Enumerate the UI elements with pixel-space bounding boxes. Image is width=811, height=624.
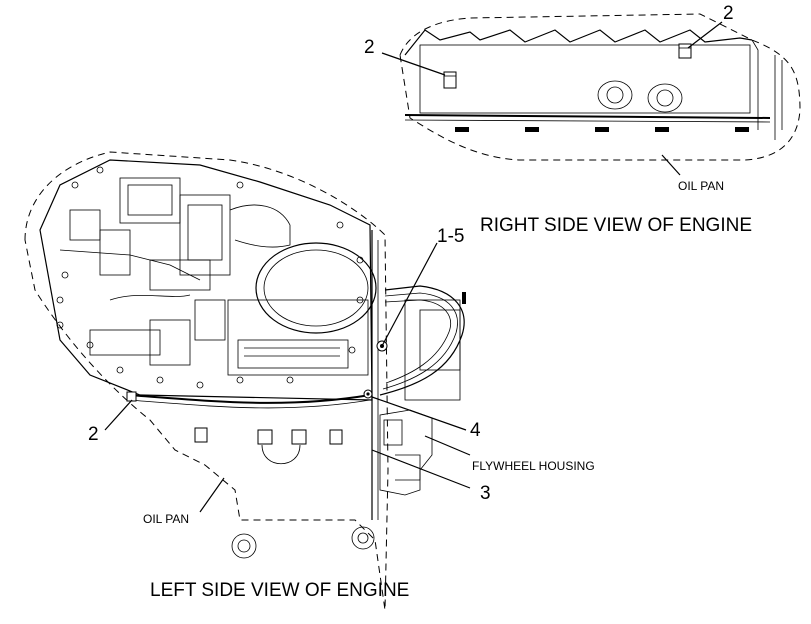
caption-left-side-view: LEFT SIDE VIEW OF ENGINE (150, 580, 409, 601)
label-oil-pan-left: OIL PAN (143, 512, 189, 526)
right-view-block (419, 44, 751, 114)
left-side-view: 1-5 4 3 2 FLYWHEEL HOUSING OIL PAN LEFT … (24, 151, 595, 611)
left-view-fitting-4 (363, 389, 373, 399)
label-flywheel-housing: FLYWHEEL HOUSING (472, 459, 595, 473)
right-view-port-2 (647, 83, 683, 113)
leader-left-2 (104, 399, 133, 431)
left-view-lower-block (194, 427, 375, 559)
callout-3: 3 (480, 483, 491, 504)
leader-4 (371, 396, 467, 431)
right-view-rail (404, 114, 771, 119)
leader-3 (371, 449, 471, 489)
left-view-block (39, 159, 373, 401)
right-view-plug-left (443, 71, 457, 89)
leader-right-left-2 (381, 52, 446, 76)
left-view-side-components (59, 209, 226, 366)
leader-oil-pan-left (199, 477, 225, 513)
left-view-fitting-2 (126, 391, 137, 402)
callout-1-5: 1-5 (437, 226, 464, 247)
callout-4: 4 (470, 420, 481, 441)
left-view-rail (127, 394, 371, 404)
right-view-block-edge (404, 29, 753, 56)
right-side-view: 2 2 OIL PAN RIGHT SIDE VIEW OF ENGINE (364, 3, 801, 236)
left-view-external-lines (379, 285, 466, 401)
left-view-tube-loop-inner (263, 249, 369, 327)
callout-right-left-2: 2 (364, 37, 375, 58)
left-view-ecm (227, 299, 369, 376)
callout-right-top-2: 2 (723, 3, 734, 24)
right-view-outline (399, 13, 801, 161)
caption-right-side-view: RIGHT SIDE VIEW OF ENGINE (480, 215, 752, 236)
leader-right-top-2 (687, 21, 723, 49)
left-view-bolts (56, 166, 364, 389)
leader-flywheel-housing (424, 435, 471, 456)
right-view-port-1 (597, 80, 633, 110)
left-view-rail-lower (127, 399, 371, 409)
right-view-end-plate (751, 39, 783, 140)
left-view-filter-assembly (119, 177, 291, 291)
label-oil-pan-right: OIL PAN (678, 179, 724, 193)
leader-1-5 (381, 242, 438, 347)
right-view-rail-bolts (455, 127, 749, 132)
callout-left-2: 2 (88, 424, 99, 445)
right-view-plug-right (678, 43, 692, 59)
right-view-rail-lower (404, 119, 771, 123)
left-view-outline (24, 151, 389, 611)
leader-oil-pan-right (661, 154, 681, 176)
left-view-tube-loop (255, 242, 377, 334)
